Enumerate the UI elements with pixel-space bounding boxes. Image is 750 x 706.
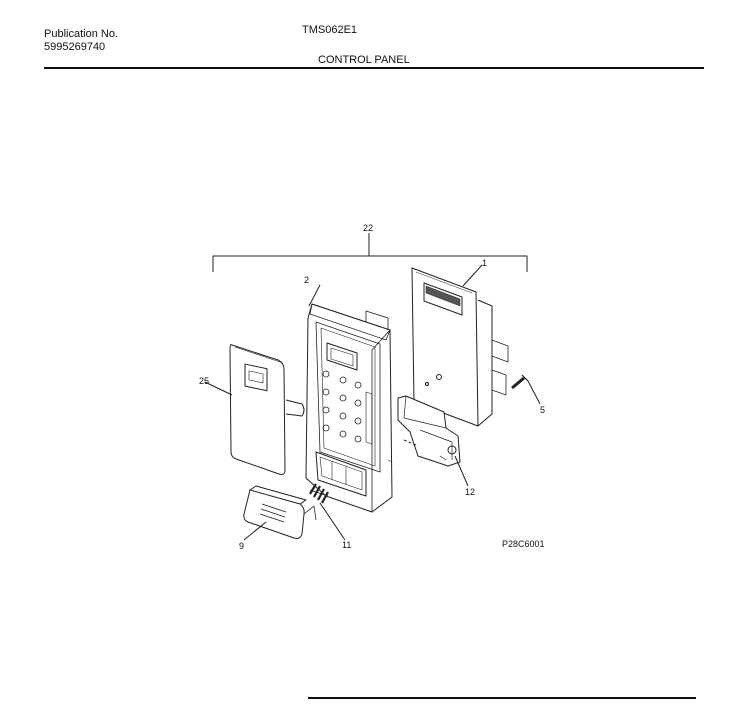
spring-part [309, 483, 346, 541]
publication-label: Publication No. [44, 28, 118, 40]
frame-part [305, 284, 393, 513]
section-title: CONTROL PANEL [318, 54, 410, 66]
callout-11: 11 [342, 540, 351, 550]
figure-code: P28C6001 [502, 539, 545, 549]
callout-9: 9 [239, 541, 244, 551]
footer-rule [308, 697, 696, 699]
callout-1: 1 [482, 258, 487, 268]
keypad-buttons [322, 370, 362, 443]
callout-22: 22 [363, 223, 373, 233]
publication-number: 5995269740 [44, 41, 106, 53]
assembly-bracket [212, 233, 528, 272]
header-rule [44, 67, 704, 69]
circuit-board-part [411, 264, 509, 427]
callout-25: 25 [199, 376, 209, 386]
callout-12: 12 [465, 487, 475, 497]
model-number: TMS062E1 [302, 24, 358, 36]
screw-part [511, 374, 541, 405]
overlay-part [204, 344, 305, 475]
door-button-part [243, 485, 317, 541]
callout-2: 2 [304, 275, 309, 285]
callout-5: 5 [540, 405, 545, 415]
latch-bracket-part [397, 395, 469, 487]
